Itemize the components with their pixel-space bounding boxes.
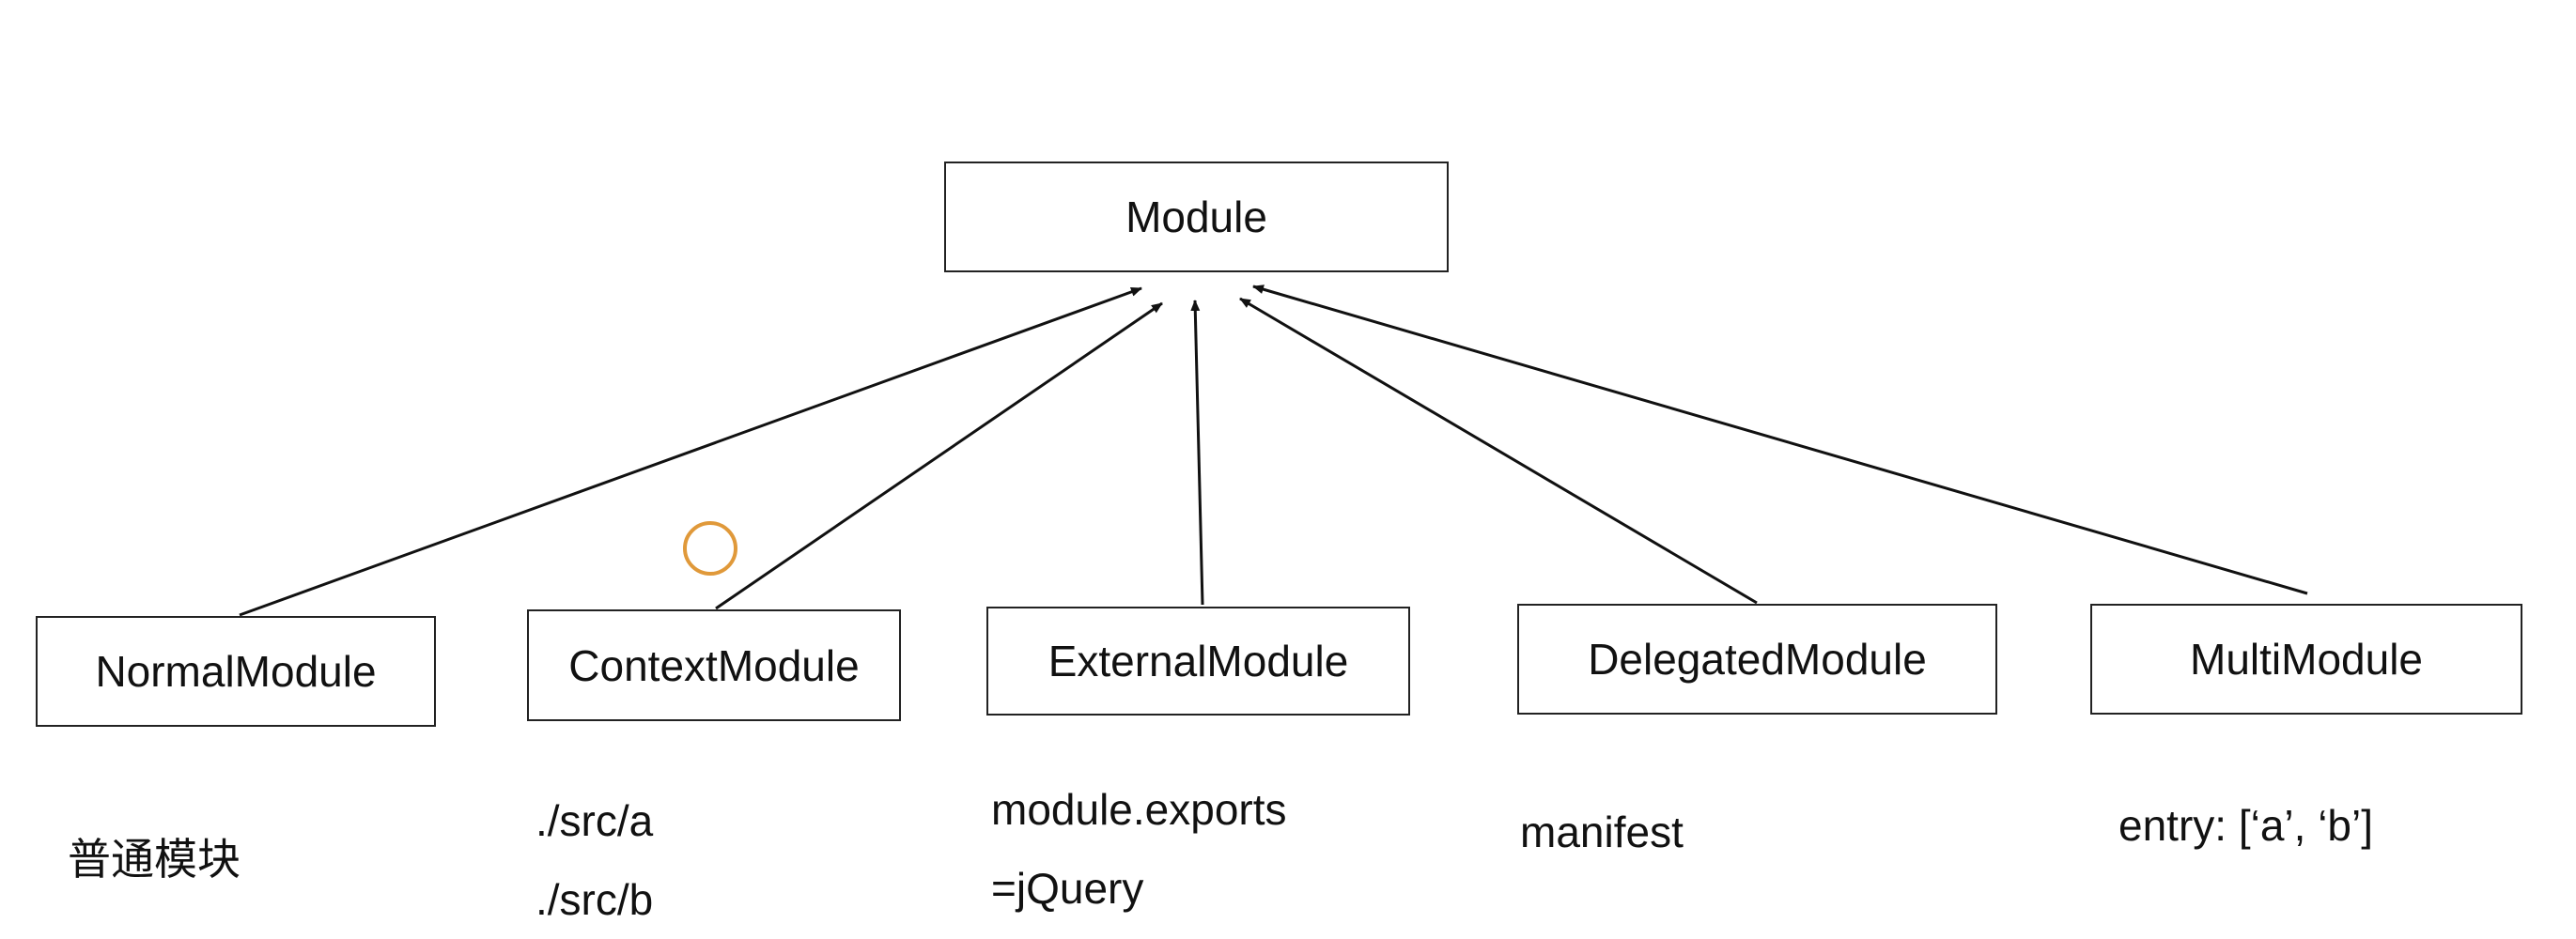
context-module-label: ContextModule [568,640,860,690]
external-module-box: ExternalModule [986,607,1410,716]
normal-note-line-1: 普通模块 [68,835,241,884]
arrow-context-to-module [715,301,1163,610]
arrow-delegated-to-module [1239,297,1758,605]
external-note-line-1: module.exports [991,785,1287,834]
external-module-label: ExternalModule [1047,637,1349,685]
normal-module-note: 普通模块 [68,820,241,899]
delegated-note-line-1: manifest [1520,808,1684,856]
delegated-module-note: manifest [1520,793,1684,871]
arrow-multi-to-module [1252,285,2308,595]
multi-module-note: entry: [‘a’, ‘b’] [2118,786,2373,865]
context-note-line-2: ./src/b [535,875,654,924]
context-note-line-1: ./src/a [535,796,654,845]
delegated-module-box: DelegatedModule [1517,604,1997,715]
delegated-module-label: DelegatedModule [1588,635,1927,684]
cursor-highlight-circle [683,521,737,576]
normal-module-label: NormalModule [95,647,377,696]
context-module-box: ContextModule [527,609,901,721]
multi-module-box: MultiModule [2090,604,2522,715]
context-module-note: ./src/a ./src/b [535,781,653,939]
inheritance-arrows [239,285,2308,617]
multi-note-line-1: entry: [‘a’, ‘b’] [2118,801,2373,850]
arrow-external-to-module [1190,300,1204,606]
external-note-line-2: =jQuery [991,864,1144,913]
arrow-normal-to-module [239,286,1142,617]
multi-module-label: MultiModule [2190,635,2423,684]
normal-module-box: NormalModule [36,616,436,727]
external-module-note: module.exports =jQuery [991,770,1287,928]
module-label: Module [1125,192,1267,241]
module-box: Module [944,162,1449,272]
